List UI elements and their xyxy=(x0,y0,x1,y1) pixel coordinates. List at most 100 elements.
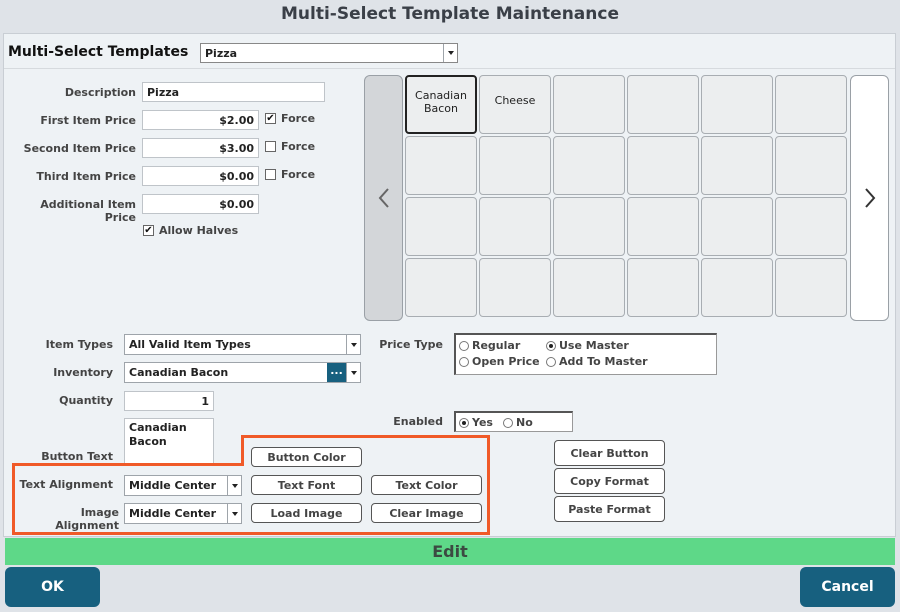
templates-select-value: Pizza xyxy=(205,47,238,60)
grid-button[interactable]: Cheese xyxy=(479,75,551,134)
mode-bar: Edit xyxy=(5,538,895,565)
grid-button[interactable] xyxy=(479,197,551,256)
copy-format-button[interactable]: Copy Format xyxy=(554,468,665,494)
button-text-field[interactable]: Canadian Bacon xyxy=(124,418,214,464)
enabled-yes[interactable]: Yes xyxy=(459,416,493,429)
paste-format-button[interactable]: Paste Format xyxy=(554,496,665,522)
third-force-checkbox[interactable]: Force xyxy=(265,168,315,181)
grid-button[interactable] xyxy=(479,136,551,195)
load-image-button[interactable]: Load Image xyxy=(251,503,362,523)
inventory-browse-button[interactable]: ... xyxy=(327,363,346,382)
first-force-checkbox[interactable]: ✔ Force xyxy=(265,112,315,125)
ok-button[interactable]: OK xyxy=(5,567,100,607)
grid-button[interactable] xyxy=(627,136,699,195)
enabled-label: Enabled xyxy=(393,415,443,428)
chevron-right-icon xyxy=(864,188,875,208)
radio-icon xyxy=(503,417,513,428)
grid-button[interactable] xyxy=(553,258,625,317)
third-force-label: Force xyxy=(281,168,316,181)
enabled-no[interactable]: No xyxy=(503,416,533,429)
description-label: Description xyxy=(64,86,136,99)
radio-selected-icon xyxy=(459,417,469,428)
grid-button[interactable]: Canadian Bacon xyxy=(405,75,477,134)
allow-halves-label: Allow Halves xyxy=(159,224,239,237)
item-types-value: All Valid Item Types xyxy=(129,338,251,351)
first-force-label: Force xyxy=(281,112,316,125)
cancel-button[interactable]: Cancel xyxy=(800,567,895,607)
first-force-check-icon: ✔ xyxy=(265,113,276,124)
templates-label: Multi-Select Templates xyxy=(8,44,189,60)
grid-button[interactable] xyxy=(553,136,625,195)
text-alignment-value: Middle Center xyxy=(129,479,217,492)
price-type-open-price-label: Open Price xyxy=(472,355,540,368)
additional-price-field[interactable]: $0.00 xyxy=(142,194,259,214)
templates-select[interactable]: Pizza xyxy=(200,43,458,63)
third-price-field[interactable]: $0.00 xyxy=(142,166,259,186)
additional-price-label: Additional Item Price xyxy=(40,198,136,224)
price-type-use-master[interactable]: Use Master xyxy=(546,339,629,352)
grid-button[interactable] xyxy=(627,258,699,317)
radio-icon xyxy=(459,356,469,367)
grid-button[interactable] xyxy=(479,258,551,317)
radio-selected-icon xyxy=(546,340,556,351)
chevron-down-icon[interactable] xyxy=(346,335,360,354)
grid-button[interactable] xyxy=(701,75,773,134)
grid-button[interactable] xyxy=(553,75,625,134)
third-force-box-icon xyxy=(265,169,276,180)
price-type-add-to-master[interactable]: Add To Master xyxy=(546,355,648,368)
grid-button[interactable] xyxy=(553,197,625,256)
chevron-down-icon[interactable] xyxy=(346,363,360,382)
price-type-regular-label: Regular xyxy=(472,339,521,352)
text-color-button[interactable]: Text Color xyxy=(371,475,482,495)
inventory-select[interactable]: Canadian Bacon ... xyxy=(124,362,361,383)
enabled-group: Yes No xyxy=(454,411,573,432)
button-color-button[interactable]: Button Color xyxy=(251,447,362,467)
price-type-open-price[interactable]: Open Price xyxy=(459,355,540,368)
header-divider xyxy=(4,68,895,69)
chevron-down-icon[interactable] xyxy=(227,476,241,495)
grid-button[interactable] xyxy=(775,258,847,317)
grid-button[interactable] xyxy=(701,197,773,256)
item-types-select[interactable]: All Valid Item Types xyxy=(124,334,361,355)
price-type-label: Price Type xyxy=(379,338,443,351)
grid-button[interactable] xyxy=(627,197,699,256)
quantity-field[interactable]: 1 xyxy=(124,391,214,411)
grid-button[interactable] xyxy=(701,258,773,317)
grid-button[interactable] xyxy=(405,136,477,195)
chevron-left-icon xyxy=(378,188,389,208)
grid-button[interactable] xyxy=(775,75,847,134)
grid-button[interactable] xyxy=(405,258,477,317)
chevron-down-icon[interactable] xyxy=(443,44,457,62)
grid-button[interactable] xyxy=(775,197,847,256)
highlight-outline-top xyxy=(241,435,490,466)
button-text-label: Button Text xyxy=(41,450,113,463)
grid-button[interactable] xyxy=(701,136,773,195)
highlight-mask xyxy=(244,463,487,469)
allow-halves-checkbox[interactable]: ✔ Allow Halves xyxy=(143,224,238,237)
price-type-group: Regular Use Master Open Price Add To Mas… xyxy=(454,333,717,375)
clear-image-button[interactable]: Clear Image xyxy=(371,503,482,523)
inventory-label: Inventory xyxy=(53,366,113,379)
grid-button[interactable] xyxy=(775,136,847,195)
second-force-label: Force xyxy=(281,140,316,153)
text-alignment-select[interactable]: Middle Center xyxy=(124,475,242,496)
grid-next-button[interactable] xyxy=(850,75,889,321)
second-force-checkbox[interactable]: Force xyxy=(265,140,315,153)
first-price-field[interactable]: $2.00 xyxy=(142,110,259,130)
second-price-field[interactable]: $3.00 xyxy=(142,138,259,158)
grid-button[interactable] xyxy=(627,75,699,134)
image-alignment-select[interactable]: Middle Center xyxy=(124,503,242,524)
enabled-no-label: No xyxy=(516,416,533,429)
grid-prev-button[interactable] xyxy=(364,75,403,321)
quantity-label: Quantity xyxy=(59,394,113,407)
clear-button-button[interactable]: Clear Button xyxy=(554,440,665,466)
first-price-label: First Item Price xyxy=(40,114,136,127)
enabled-yes-label: Yes xyxy=(472,416,493,429)
chevron-down-icon[interactable] xyxy=(227,504,241,523)
text-font-button[interactable]: Text Font xyxy=(251,475,362,495)
allow-halves-check-icon: ✔ xyxy=(143,225,154,236)
description-field[interactable]: Pizza xyxy=(142,82,325,102)
price-type-regular[interactable]: Regular xyxy=(459,339,520,352)
grid-button[interactable] xyxy=(405,197,477,256)
